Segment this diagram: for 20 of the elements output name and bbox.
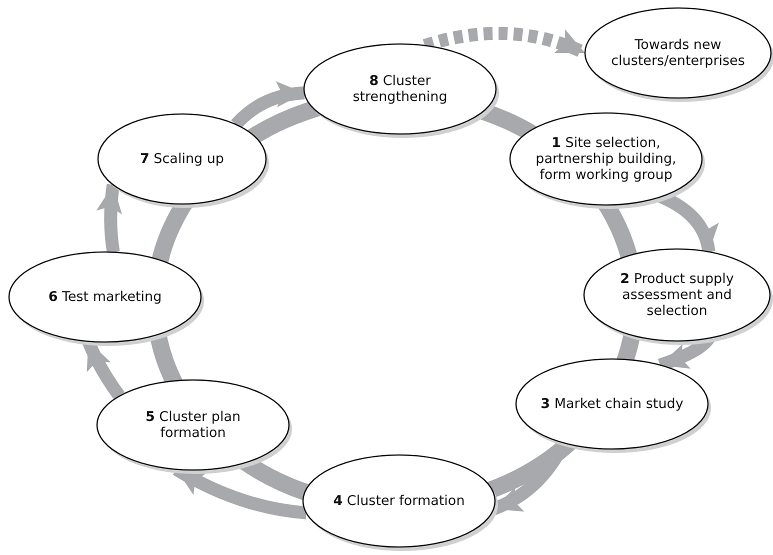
node-label: Towards new clusters/enterprises <box>610 36 746 70</box>
node-label: 3 Market chain study <box>540 396 684 412</box>
ellipse-node <box>583 248 771 342</box>
node-label: 1 Site selection, partnership building, form working group <box>534 134 678 184</box>
ellipse-node <box>584 7 772 99</box>
node-label: 7 Scaling up <box>140 150 224 168</box>
ellipse-node <box>509 112 703 206</box>
arrow <box>231 82 305 129</box>
ellipse-node <box>303 43 497 135</box>
ellipse-node <box>96 379 290 471</box>
node-label: 5 Cluster plan formation <box>144 408 242 442</box>
ellipse-node <box>515 358 709 450</box>
node-label: 2 Product supply assessment and selection <box>619 270 735 320</box>
node-label: 8 Cluster strengthening <box>352 72 448 106</box>
ellipse-node <box>97 113 267 205</box>
arrow <box>96 184 122 254</box>
node-label: 4 Cluster formation <box>333 492 465 510</box>
node-label: 6 Test marketing <box>48 288 162 306</box>
ellipse-node <box>302 454 496 548</box>
ellipse-node <box>8 251 202 343</box>
